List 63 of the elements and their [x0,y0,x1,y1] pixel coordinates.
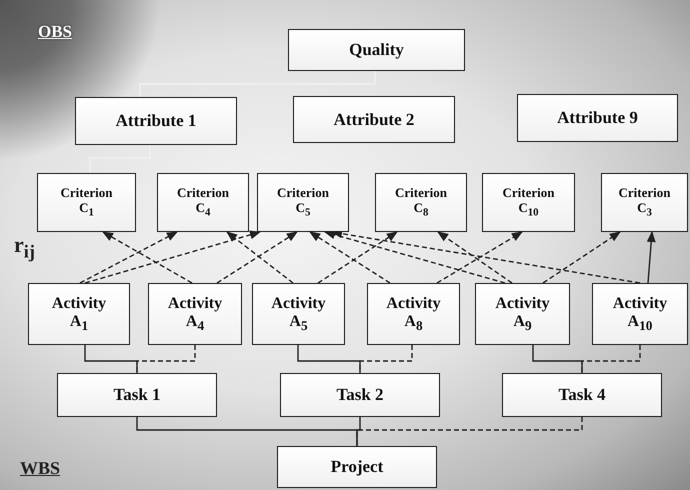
node-label: Attribute 9 [557,108,638,128]
criterion-box [482,173,575,232]
connector-line [356,417,583,446]
connector-line [84,345,138,373]
activity-box [367,283,460,345]
criterion-box [601,173,688,232]
activity-label: Activity A$_{4}$ [168,294,222,334]
arrow [318,231,398,284]
connector-line [581,345,641,373]
connector-line [359,345,413,373]
arrow [80,231,178,284]
connector-line [136,345,196,373]
node-label: Task 2 [336,385,384,405]
connector-line [139,71,376,97]
node-label: Task 1 [113,385,161,405]
connector-line [297,345,361,373]
arrow [102,231,192,284]
root-box [288,29,465,71]
arrow [84,230,262,284]
arrow [324,230,506,284]
node-label: Project [330,457,384,477]
activity-box [148,283,242,345]
criterion-label: Criterion C$_{3}$ [618,186,670,219]
task-box [57,373,217,417]
criterion-box [157,173,249,232]
arrow [309,231,390,284]
activity-label: Activity A$_{1}$ [52,294,106,334]
connector-line [532,345,583,373]
relation-symbol: r$_{ij}$ [14,232,35,262]
project-box [277,446,437,488]
connector-line [356,417,361,446]
arrow [542,231,621,284]
node-label: Task 4 [558,385,606,405]
criterion-label: Criterion C$_{10}$ [502,186,554,219]
activity-box [592,283,688,345]
activity-box [252,283,345,345]
activity-label: Activity A$_{5}$ [271,294,326,334]
arrow [216,231,298,284]
attribute-box [517,94,678,142]
section-heading: OBS [38,22,72,42]
node-label: Attribute 1 [116,111,196,131]
activity-box [28,283,130,345]
node-label: Attribute 2 [334,110,414,130]
arrow [646,230,656,284]
activity-label: Activity A$_{8}$ [386,294,441,334]
criterion-label: Criterion C$_{5}$ [277,186,329,219]
criterion-box [37,173,136,232]
arrow [226,231,294,284]
criterion-label: Criterion C$_{8}$ [395,186,447,219]
task-box [280,373,440,417]
node-label: Quality [349,40,404,60]
activity-box [475,283,570,345]
connector-line [89,145,151,173]
activity-label: Activity A$_{9}$ [495,294,550,334]
criterion-label: Criterion C$_{1}$ [60,186,112,219]
activity-label: Activity A$_{10}$ [612,294,668,334]
attribute-box [75,97,237,145]
criterion-label: Criterion C$_{4}$ [177,186,229,219]
criterion-box [257,173,349,232]
attribute-box [293,96,455,143]
criterion-box [375,173,467,232]
task-box [502,373,662,417]
section-heading: WBS [20,458,60,479]
